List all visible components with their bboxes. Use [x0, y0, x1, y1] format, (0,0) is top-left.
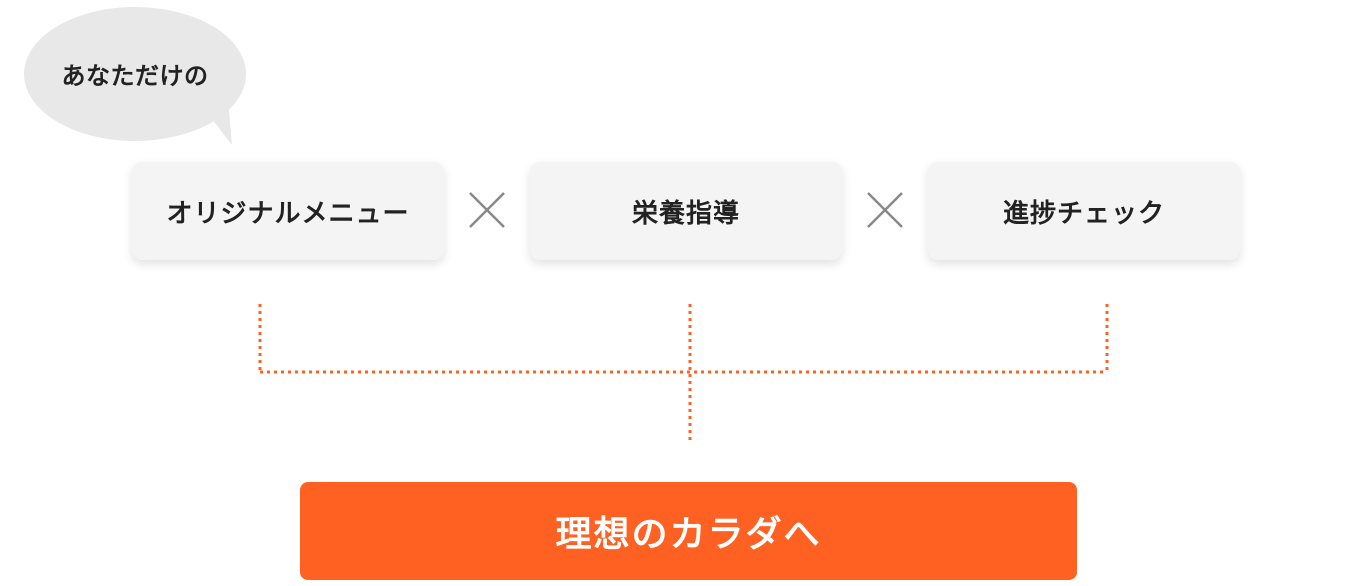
bubble-text: あなただけの [61, 62, 209, 90]
times-icon [867, 192, 903, 228]
ideal-body-button[interactable]: 理想のカラダへ [300, 482, 1077, 580]
card-progress-check: 進捗チェック [928, 162, 1240, 260]
times-icon [469, 192, 505, 228]
speech-bubble [24, 7, 246, 145]
card-original-menu: オリジナルメニュー [132, 162, 444, 260]
card-nutrition-guidance: 栄養指導 [530, 162, 842, 260]
